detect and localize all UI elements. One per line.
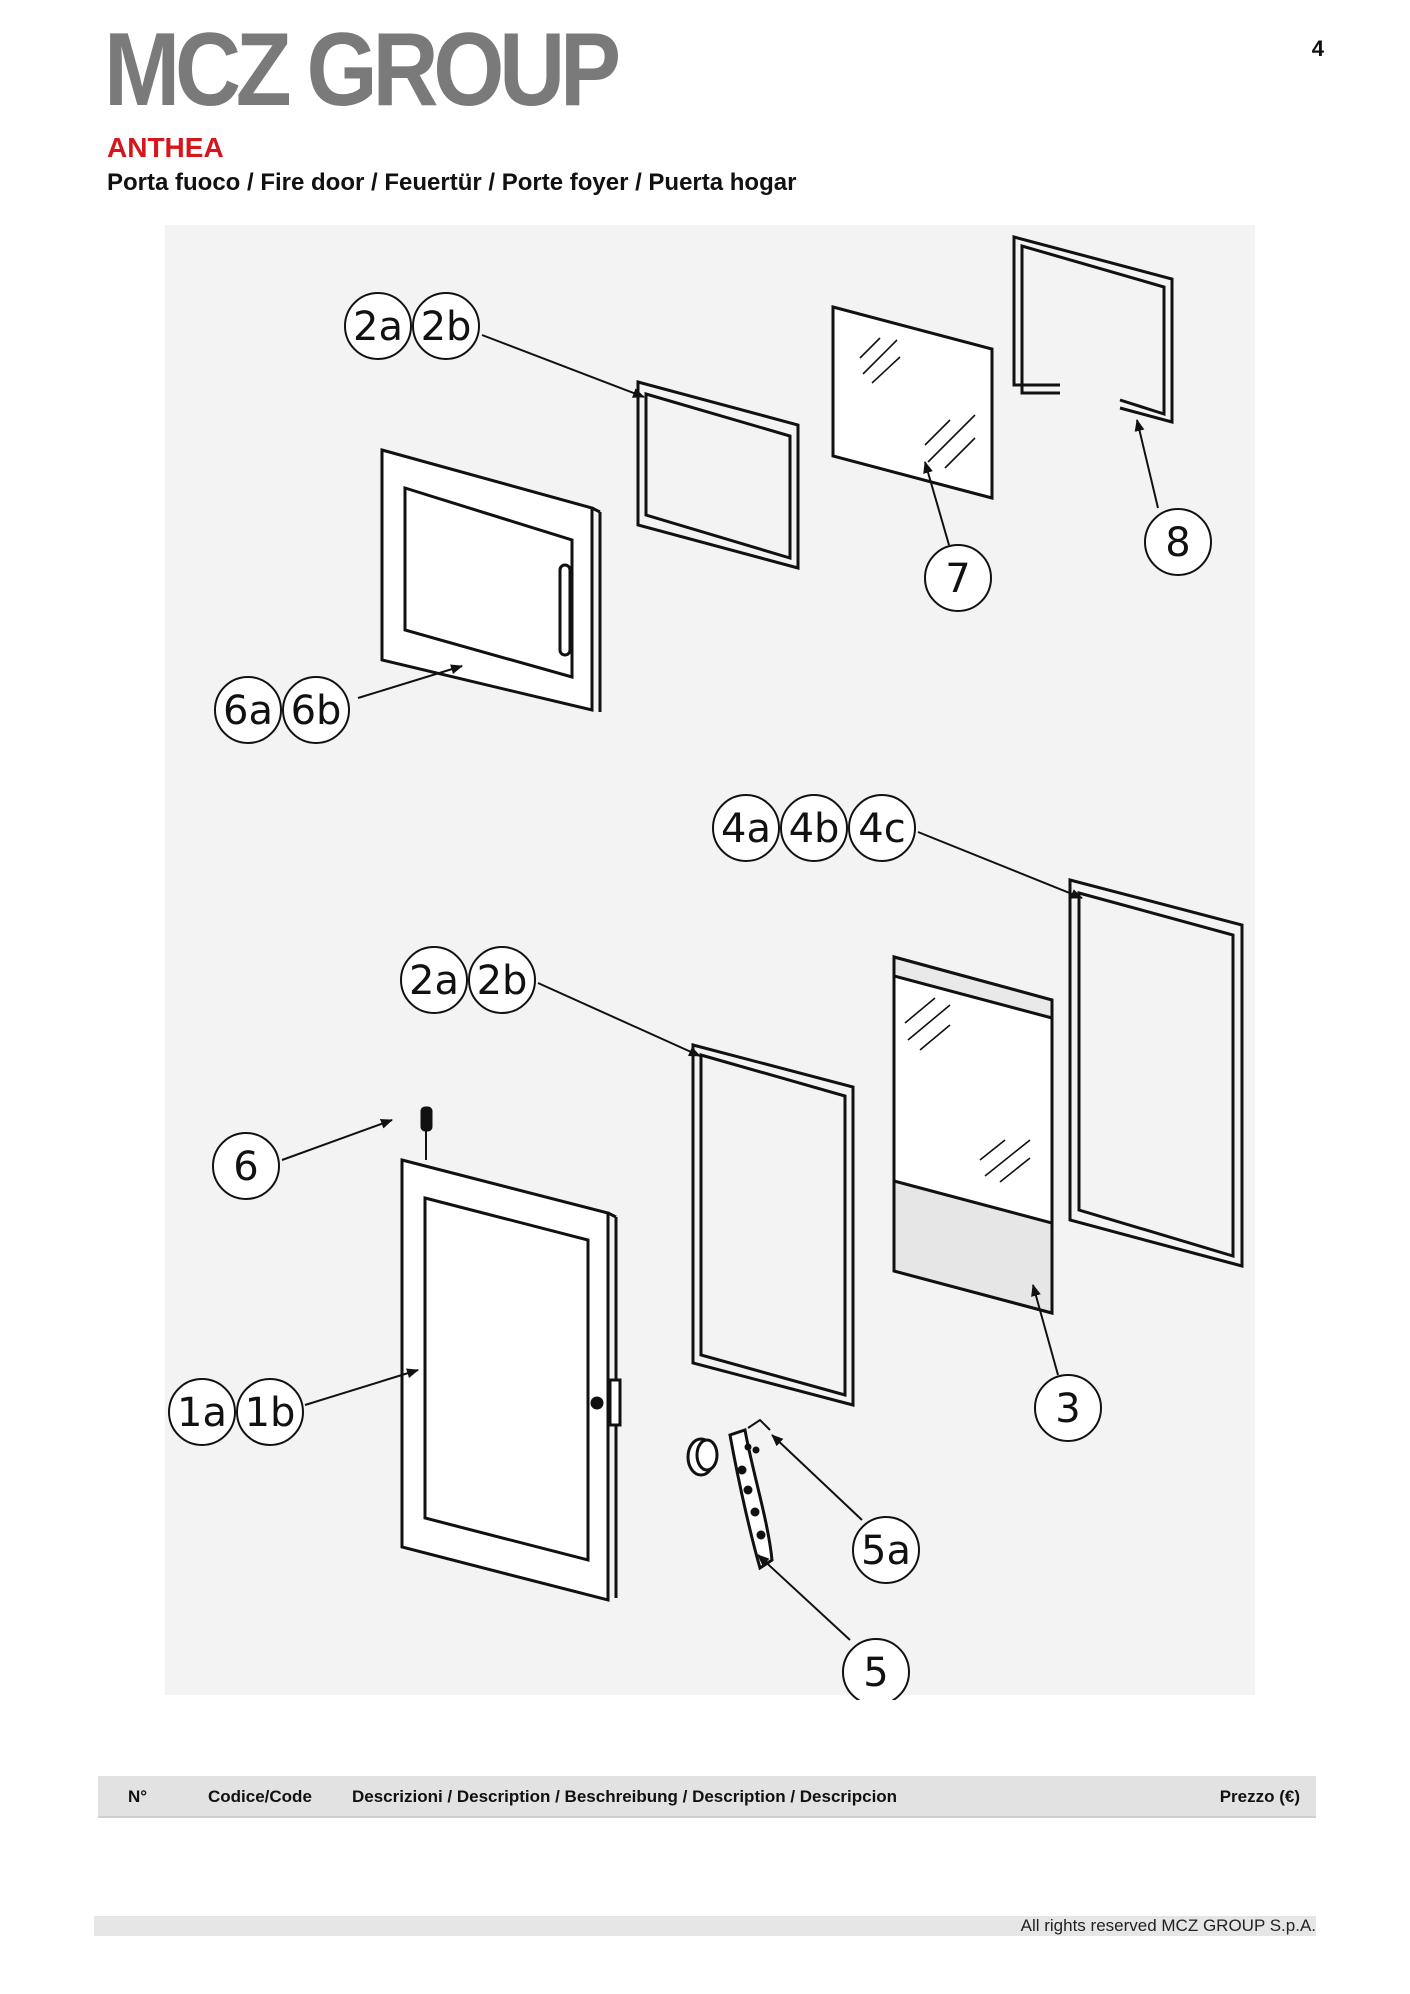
large-door-frame (400, 1106, 622, 1602)
callout-label: 1a (177, 1390, 227, 1436)
parts-table-header: N° Codice/Code Descrizioni / Description… (98, 1776, 1316, 1818)
callout-label: 2b (477, 958, 528, 1004)
callout-label: 2b (421, 304, 472, 350)
callout-label: 5a (861, 1528, 911, 1574)
callout-label: 8 (1165, 520, 1190, 566)
leader-lines (281, 334, 1159, 1641)
footer-bar (94, 1916, 1316, 1936)
column-header-number: N° (128, 1787, 148, 1806)
exploded-parts-diagram: 2a 2b 7 8 6a 6b 4a 4b 4c 2a 2b 6 3 1a 1b… (165, 225, 1255, 1700)
column-header-description: Descrizioni / Description / Beschreibung… (352, 1787, 898, 1806)
page-number: 4 (1311, 36, 1324, 61)
callout-label: 3 (1055, 1386, 1080, 1432)
small-door-frame (380, 448, 602, 712)
section-subtitle: Porta fuoco / Fire door / Feuertür / Por… (107, 169, 797, 196)
column-header-code: Codice/Code (208, 1787, 312, 1806)
callout-label: 7 (945, 556, 970, 602)
product-name: ANTHEA (107, 132, 224, 163)
gasket-4 (1068, 878, 1244, 1268)
column-header-price: Prezzo (€) (1219, 1787, 1300, 1806)
callout-label: 4a (721, 806, 771, 852)
callout-label: 6b (291, 688, 342, 734)
footer-copyright: All rights reserved MCZ GROUP S.p.A. (1020, 1916, 1316, 1935)
callout-label: 2a (409, 958, 459, 1004)
gasket-top (636, 380, 800, 570)
handle-assembly (686, 1418, 774, 1571)
callout-label: 4c (858, 806, 905, 852)
callout-label: 5 (863, 1650, 888, 1696)
glass-top (831, 305, 994, 500)
glass-bottom (892, 955, 1054, 1315)
callout-label: 6a (223, 688, 273, 734)
callout-label: 6 (233, 1144, 258, 1190)
callout-circles (168, 292, 1212, 1700)
brand-logo: MCZ GROUP (104, 12, 621, 128)
callout-label: 1b (245, 1390, 296, 1436)
callout-label: 2a (353, 304, 403, 350)
gasket-bottom (691, 1043, 855, 1407)
callout-label: 4b (789, 806, 840, 852)
gasket-8 (1012, 235, 1174, 424)
